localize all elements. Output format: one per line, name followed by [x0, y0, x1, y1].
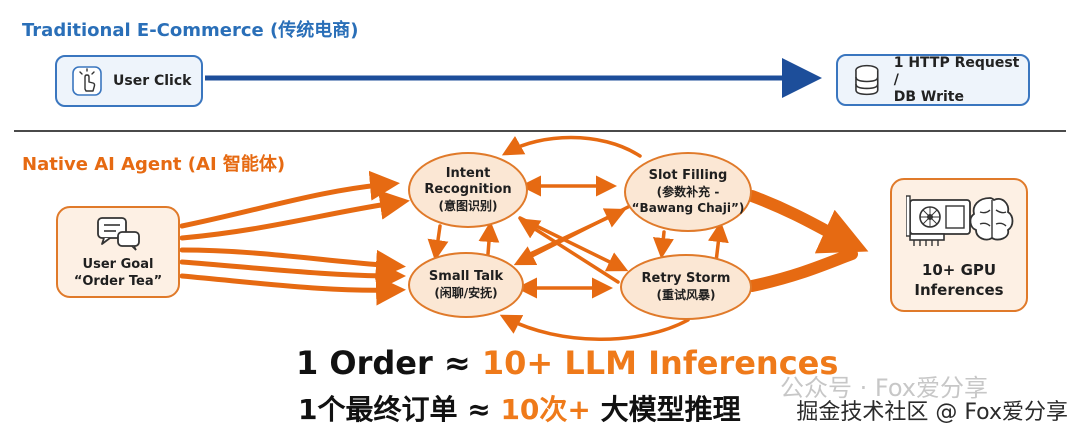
slot-label-zh: (参数补充 -	[656, 185, 720, 199]
watermark: 掘金技术社区 @ Fox爱分享	[796, 400, 1068, 425]
intent-recognition-node: Intent Recognition (意图识别)	[408, 152, 528, 228]
intent-label-2: Recognition	[424, 182, 512, 197]
user-goal-box: User Goal “Order Tea”	[56, 206, 180, 298]
goal-to-intent-arrow-2	[179, 189, 410, 241]
http-request-box: 1 HTTP Request / DB Write	[836, 54, 1030, 106]
retry-to-gpu-arrow	[746, 248, 858, 292]
intent-to-small-arrow	[427, 224, 449, 261]
small-talk-label-zh: (闲聊/安抚)	[434, 286, 498, 300]
retry-label: Retry Storm	[641, 271, 731, 286]
retry-to-small-arc	[499, 314, 690, 341]
chat-bubbles-icon	[97, 217, 140, 251]
gpu-line2: Inferences	[914, 281, 1004, 299]
intent-label-zh: (意图识别)	[438, 199, 498, 213]
headline-2-suffix: 大模型推理	[590, 393, 741, 426]
gpu-line1: 10+ GPU	[921, 261, 997, 279]
section-divider	[14, 130, 1066, 132]
small-to-slot-arrow	[524, 208, 627, 258]
user-click-box: User Click	[55, 55, 203, 107]
http-label-line1: 1 HTTP Request /	[893, 54, 1020, 88]
retry-storm-node: Retry Storm (重试风暴)	[620, 254, 752, 320]
database-icon	[855, 64, 879, 96]
headline-1-highlight: 10+ LLM Inferences	[481, 344, 839, 382]
slot-filling-node: Slot Filling (参数补充 - “Bawang Chaji”)	[624, 152, 752, 232]
goal-to-intent-arrow-1	[179, 170, 400, 229]
small-talk-node: Small Talk (闲聊/安抚)	[408, 252, 524, 318]
headline-chinese-line: 1个最终订单 ≈ 10次+ 大模型推理	[298, 388, 741, 428]
slot-to-gpu-arrow	[746, 190, 869, 254]
user-goal-line2: “Order Tea”	[73, 274, 163, 289]
slot-to-intent-arc	[501, 135, 642, 158]
slot-to-retry-arrow	[652, 230, 674, 259]
watermark-faint: 公众号 · Fox爱分享	[780, 374, 988, 402]
http-label-line2: DB Write	[893, 88, 964, 105]
intent-label-1: Intent	[445, 166, 491, 181]
retry-label-zh: (重试风暴)	[656, 288, 716, 302]
goal-to-small-arrow-1	[179, 247, 406, 280]
headline-2-prefix: 1个最终订单 ≈	[298, 393, 501, 426]
headline-1-prefix: 1 Order ≈	[296, 344, 482, 382]
slot-label: Slot Filling	[648, 168, 728, 183]
retry-to-intent-arrow	[518, 218, 620, 284]
user-click-label: User Click	[113, 72, 192, 89]
slot-label-2: “Bawang Chaji”)	[631, 201, 745, 215]
gpu-brain-icon	[906, 195, 1014, 246]
traditional-title: Traditional E-Commerce (传统电商)	[22, 20, 359, 41]
goal-to-small-arrow-3	[179, 273, 406, 306]
headline-2-highlight: 10次+	[500, 393, 591, 426]
headline-order-line: 1 Order ≈ 10+ LLM Inferences	[296, 344, 838, 382]
intent-to-retry-arrow	[518, 216, 629, 272]
small-talk-label: Small Talk	[428, 269, 504, 284]
user-goal-line1: User Goal	[82, 257, 154, 272]
gpu-inferences-box: 10+ GPU Inferences	[890, 178, 1028, 312]
goal-to-small-arrow-2	[179, 259, 406, 291]
small-to-intent-arrow	[478, 221, 500, 256]
tap-hand-icon	[72, 66, 102, 96]
agent-title: Native AI Agent (AI 智能体)	[22, 154, 286, 175]
retry-to-slot-arrow	[707, 221, 729, 264]
